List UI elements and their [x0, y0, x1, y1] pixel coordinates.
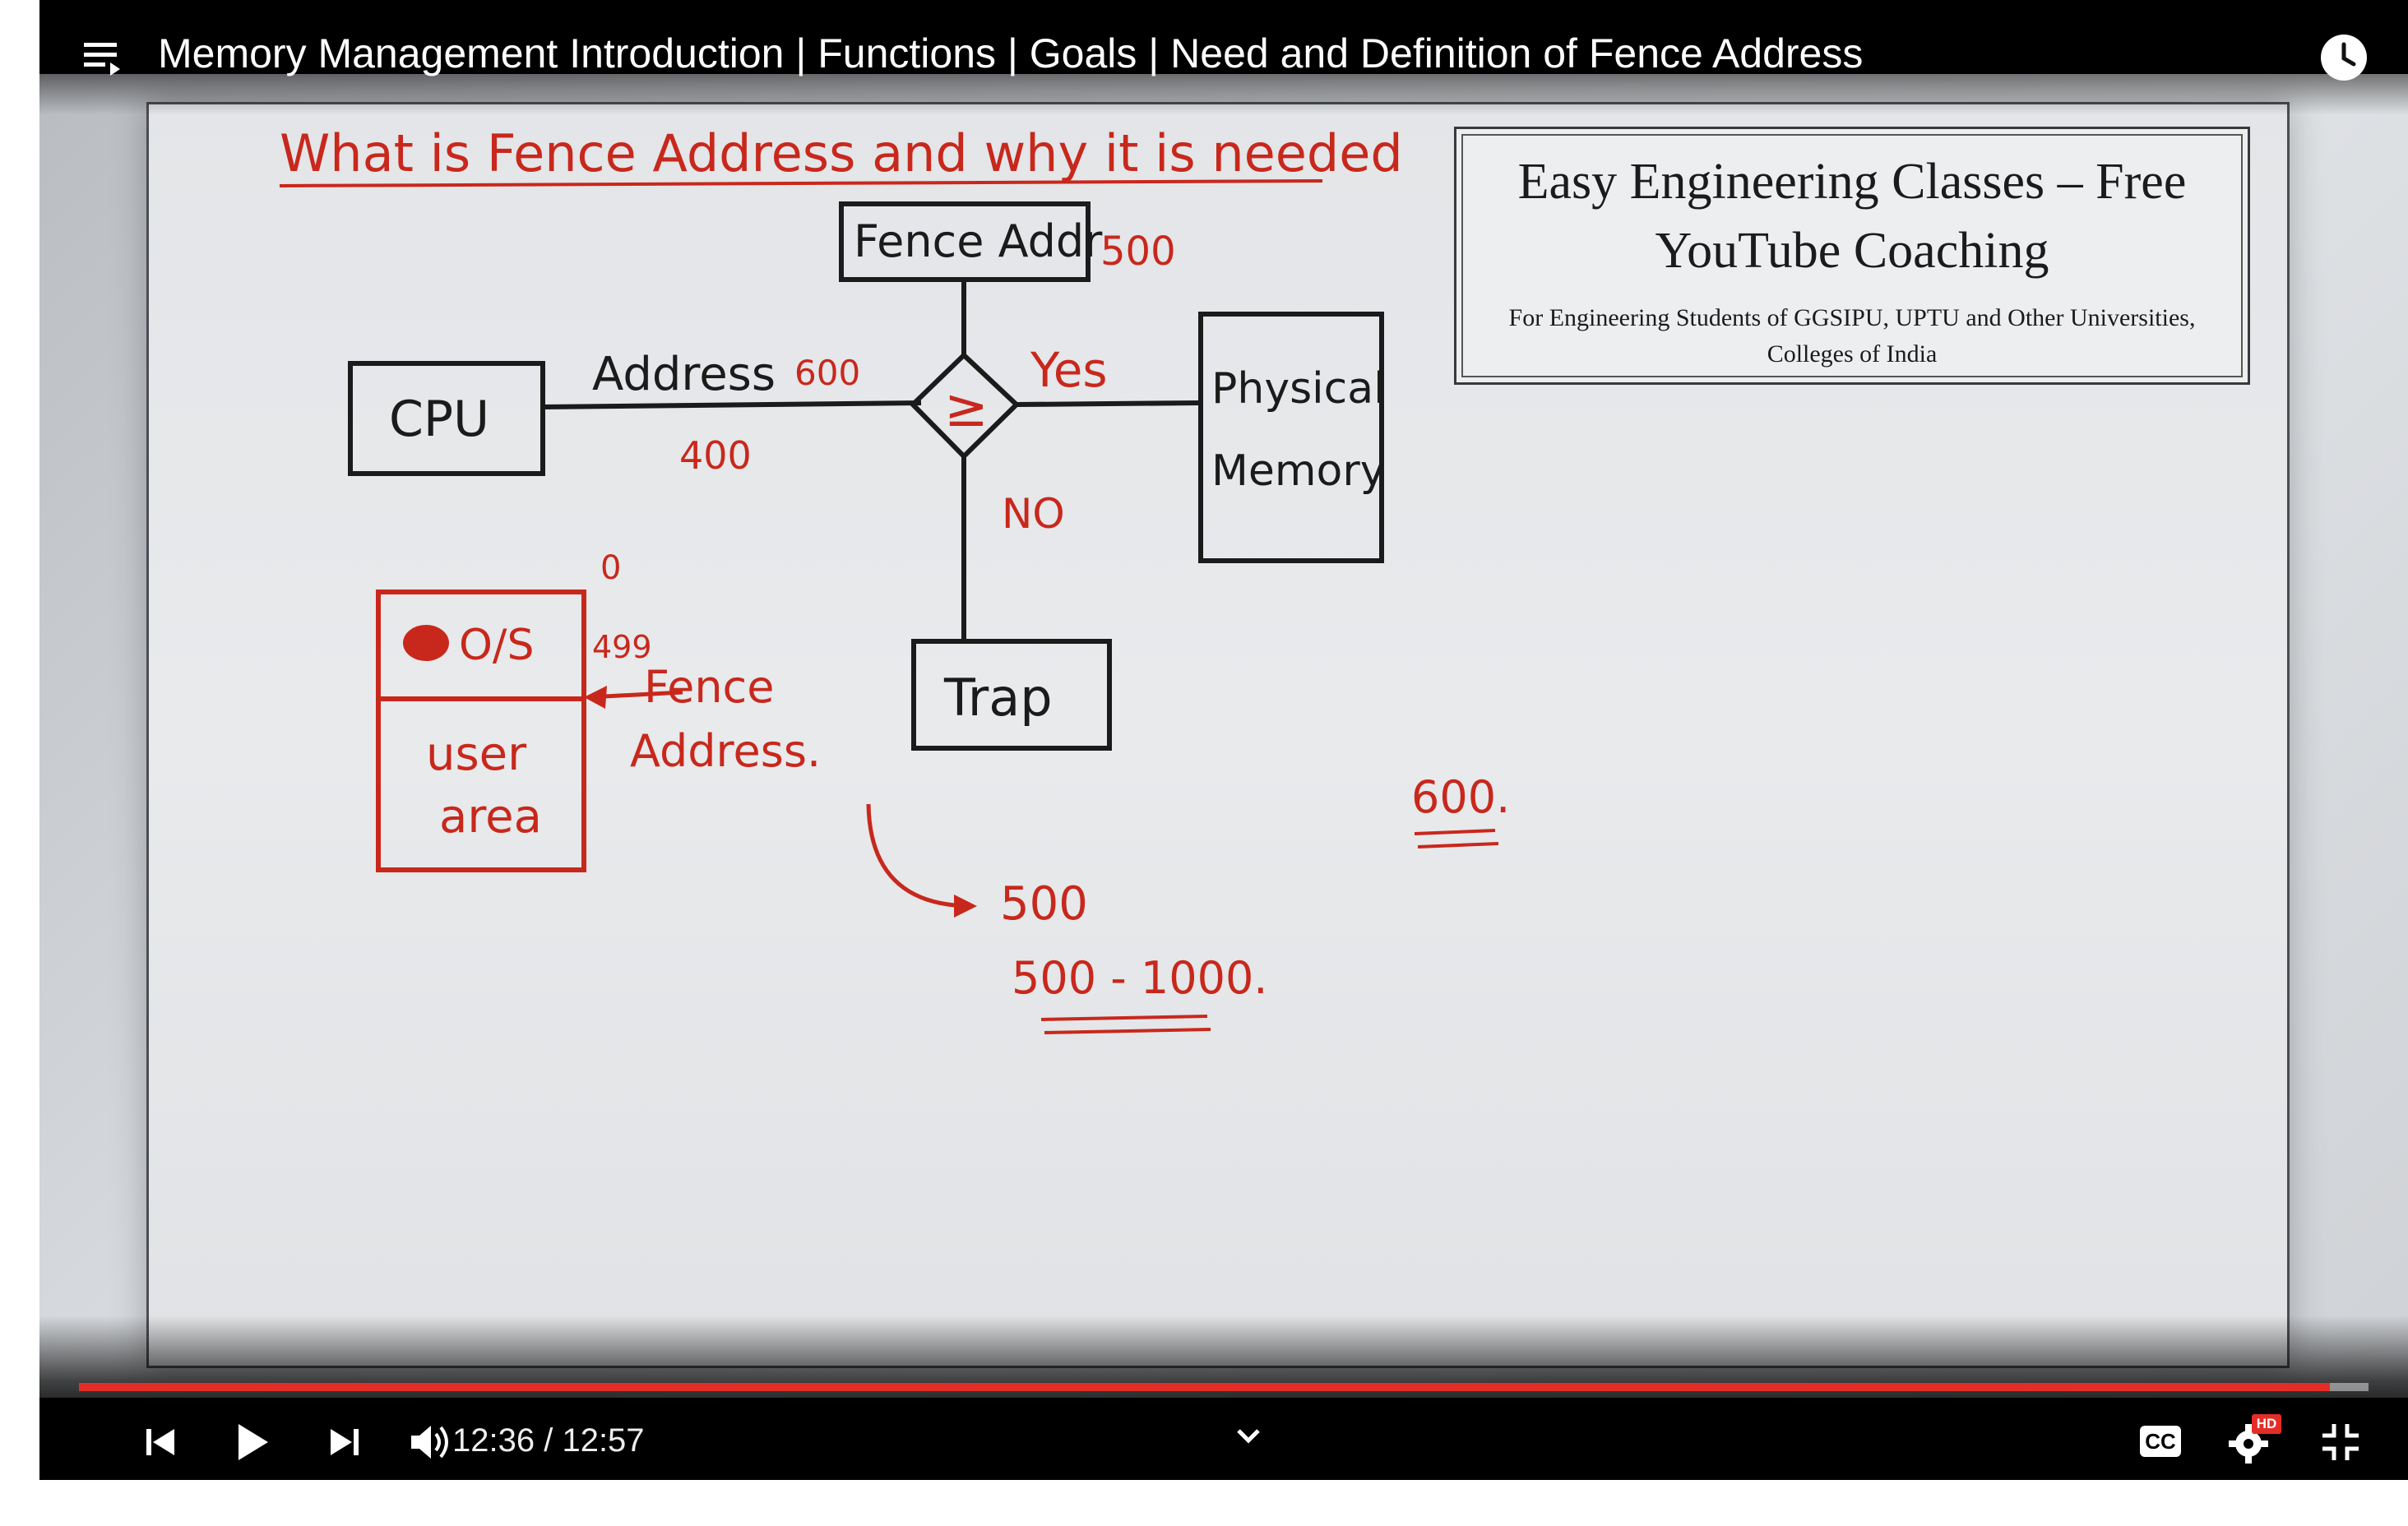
compare-to-memory-line [1016, 400, 1202, 407]
whiteboard-diagram: What is Fence Address and why it is need… [279, 123, 1510, 1034]
memory-layout-box [376, 590, 586, 872]
curved-arrow-head [954, 895, 977, 918]
clock-icon[interactable] [2319, 33, 2369, 82]
progress-bar-played [79, 1383, 2330, 1391]
yes-label: Yes [1030, 342, 1108, 398]
previous-icon[interactable] [137, 1417, 186, 1467]
comparator-symbol: ≥ [944, 378, 989, 439]
video-player[interactable]: What is Fence Address and why it is need… [39, 0, 2408, 1480]
physical-label: Physical [1211, 364, 1386, 414]
memory-499: 499 [592, 629, 652, 665]
control-bar: 12:36 / 12:57 CC HD [39, 1398, 2408, 1480]
memory-top-address: 0 [600, 549, 621, 587]
time-display: 12:36 / 12:57 [452, 1422, 645, 1459]
address-600: 600 [794, 353, 860, 393]
video-title[interactable]: Memory Management Introduction | Functio… [158, 30, 1864, 76]
fence-arrow-label: Fence [644, 661, 774, 713]
arrow-500-value: 500 [1000, 877, 1088, 931]
os-label: O/S [459, 621, 534, 670]
progress-bar[interactable] [79, 1383, 2369, 1391]
current-time: 12:36 [452, 1422, 535, 1459]
memory-label: Memory [1211, 446, 1385, 496]
cpu-box [348, 361, 545, 476]
address-label: Address [592, 348, 776, 401]
hd-badge: HD [2252, 1414, 2281, 1434]
playlist-icon[interactable] [82, 38, 123, 79]
exit-fullscreen-icon[interactable] [2316, 1417, 2365, 1467]
right-600-underline-2 [1417, 842, 1499, 849]
fence-arrow-head [584, 686, 607, 709]
volume-icon[interactable] [406, 1417, 456, 1467]
settings-icon[interactable] [2225, 1417, 2275, 1467]
heading-underline [279, 179, 1323, 187]
curved-arrow [866, 803, 970, 909]
trap-label: Trap [943, 668, 1053, 728]
channel-banner: Easy Engineering Classes – Free YouTube … [1454, 127, 2250, 385]
fence-addr-value: 500 [1100, 229, 1176, 275]
captions-label: CC [2140, 1426, 2181, 1457]
banner-subtitle: For Engineering Students of GGSIPU, UPTU… [1508, 304, 2196, 368]
video-frame[interactable]: What is Fence Address and why it is need… [39, 74, 2408, 1406]
fence-addr-label: Fence Addr [854, 215, 1103, 267]
banner-title: Easy Engineering Classes – Free YouTube … [1517, 154, 2187, 279]
play-icon[interactable] [227, 1417, 276, 1467]
cpu-to-compare-line [542, 400, 922, 409]
address-400: 400 [679, 433, 752, 478]
physical-memory-box [1198, 312, 1384, 563]
right-600-underline-1 [1414, 829, 1496, 835]
duration: 12:57 [562, 1422, 645, 1459]
range-value: 500 - 1000. [1012, 952, 1267, 1004]
top-bar: Memory Management Introduction | Functio… [39, 0, 2408, 115]
no-label: NO [1002, 490, 1065, 538]
chevron-down-icon[interactable] [1224, 1413, 1273, 1462]
time-separator: / [535, 1422, 563, 1459]
os-mark [403, 625, 449, 661]
cpu-label: CPU [389, 391, 489, 448]
heading-text: What is Fence Address and why it is need… [280, 123, 1403, 183]
area-label: area [439, 790, 542, 844]
range-underline-1 [1040, 1015, 1208, 1021]
user-label: user [426, 728, 527, 781]
comparator-diamond [909, 351, 1021, 460]
right-600-value: 600. [1411, 771, 1510, 823]
range-underline-2 [1044, 1028, 1211, 1034]
next-icon[interactable] [319, 1417, 368, 1467]
address-arrow-label: Address. [630, 725, 821, 777]
captions-icon[interactable]: CC [2135, 1417, 2184, 1467]
trap-box [911, 639, 1112, 751]
